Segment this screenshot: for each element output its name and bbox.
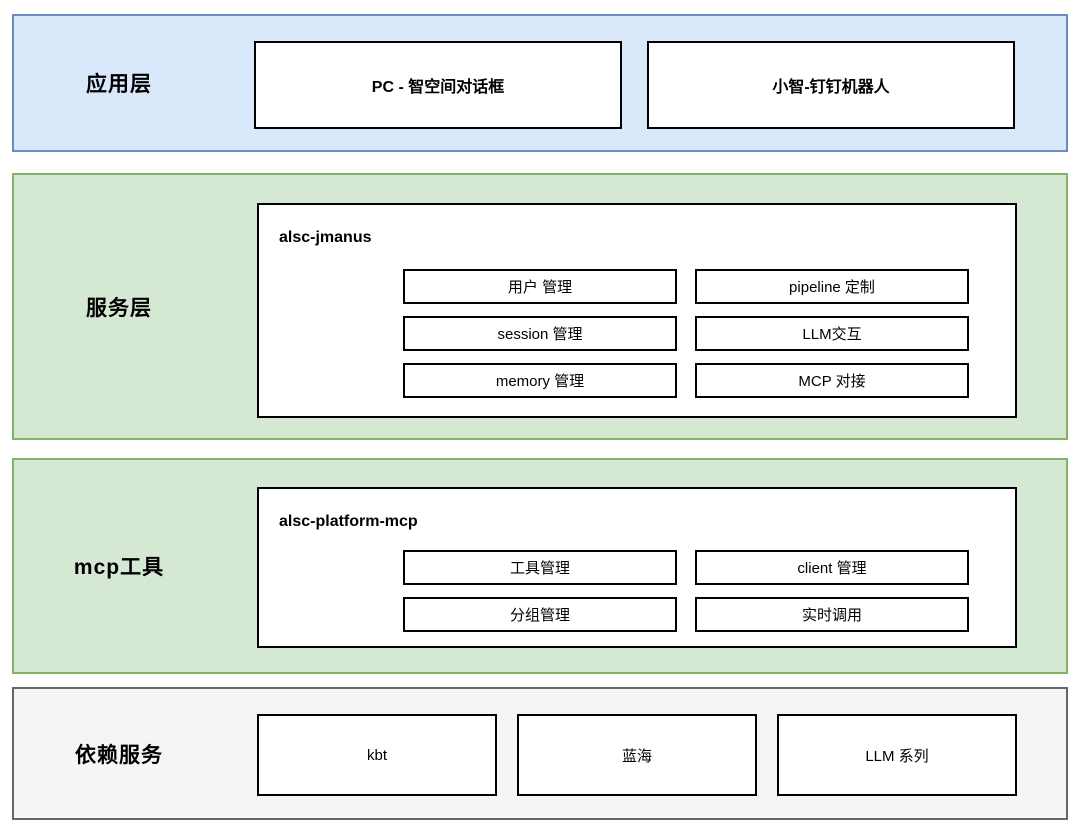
module-llm-interaction: LLM交互 xyxy=(695,316,969,351)
layer-dependency-label: 依赖服务 xyxy=(75,743,163,767)
layer-service: 服务层 alsc-jmanus 用户 管理 session 管理 memory … xyxy=(12,173,1068,440)
module-pipeline-customization: pipeline 定制 xyxy=(695,269,969,304)
layer-mcp-tools: mcp工具 alsc-platform-mcp 工具管理 分组管理 client… xyxy=(12,458,1068,674)
module-memory-management: memory 管理 xyxy=(403,363,677,398)
module-client-management: client 管理 xyxy=(695,550,969,585)
layer-service-label: 服务层 xyxy=(86,296,152,320)
mcp-container-title: alsc-platform-mcp xyxy=(279,513,418,530)
layer-dependency-services: 依赖服务 kbt 蓝海 LLM 系列 xyxy=(12,687,1068,820)
module-mcp-integration: MCP 对接 xyxy=(695,363,969,398)
dependency-box-kbt: kbt xyxy=(257,714,497,796)
app-box-pc-dialog: PC - 智空间对话框 xyxy=(254,41,622,129)
dependency-box-lanhai: 蓝海 xyxy=(517,714,757,796)
app-box-dingtalk-robot: 小智-钉钉机器人 xyxy=(647,41,1015,129)
module-group-management: 分组管理 xyxy=(403,597,677,632)
layer-application-label: 应用层 xyxy=(86,73,152,96)
module-realtime-invocation: 实时调用 xyxy=(695,597,969,632)
module-user-management: 用户 管理 xyxy=(403,269,677,304)
dependency-box-llm-series: LLM 系列 xyxy=(777,714,1017,796)
layer-mcp-tools-label: mcp工具 xyxy=(73,556,165,579)
service-container-title: alsc-jmanus xyxy=(279,229,372,246)
mcp-container-alsc-platform-mcp: alsc-platform-mcp 工具管理 分组管理 client 管理 实时… xyxy=(257,487,1017,648)
layer-application: 应用层 PC - 智空间对话框 小智-钉钉机器人 xyxy=(12,14,1068,152)
module-tool-management: 工具管理 xyxy=(403,550,677,585)
module-session-management: session 管理 xyxy=(403,316,677,351)
service-container-alsc-jmanus: alsc-jmanus 用户 管理 session 管理 memory 管理 p… xyxy=(257,203,1017,418)
